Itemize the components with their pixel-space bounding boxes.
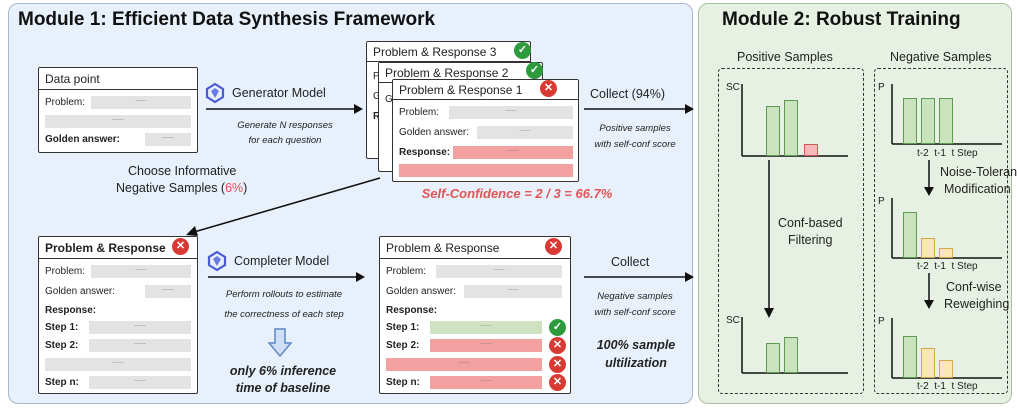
reweigh-arrow [924, 273, 934, 309]
collect-top-caption-2: with self-conf score [594, 139, 676, 150]
negative-samples-title: Negative Samples [890, 50, 992, 64]
negative-3-bar-1 [903, 336, 917, 378]
negative-1-ticks: t-2 t-1 t Step [917, 148, 978, 159]
negative-chart-2-axes [891, 198, 1002, 259]
negative-1-bar-2 [921, 98, 935, 144]
noise-line-1: Noise-Tolerant [940, 165, 1017, 179]
inference-line-1: only 6% inference [229, 364, 337, 378]
positive-samples-title: Positive Samples [737, 50, 833, 64]
filter-line-1: Conf-based [778, 216, 843, 230]
problem-label: Problem: [45, 97, 86, 108]
completer-caption-2: the correctness of each step [224, 309, 344, 320]
noise-arrow [924, 160, 934, 196]
completer-logo-icon [207, 250, 227, 272]
data-point-header: Data point [39, 68, 197, 90]
x-icon: ✕ [540, 80, 557, 97]
generator-caption-2: for each question [248, 135, 322, 146]
collect-top-arrow [584, 104, 694, 114]
collect-bottom-caption-2: with self-conf score [594, 307, 676, 318]
collect-top-label: Collect (94%) [590, 87, 666, 101]
sc-axis-label-2: SC [726, 315, 740, 326]
reweigh-line-2: Reweighing [944, 297, 1010, 311]
down-arrow-icon [268, 328, 292, 358]
positive-top-bar-3 [804, 144, 818, 156]
right-problem-response-card: Problem & Response Problem: ...... Golde… [379, 236, 571, 394]
negative-1-bar-1 [903, 98, 917, 144]
choose-arrow [186, 177, 381, 236]
golden-answer-label: Golden answer: [45, 134, 121, 145]
collect-bottom-caption-1: Negative samples [597, 291, 673, 302]
negative-1-bar-3 [939, 98, 953, 144]
x-icon: ✕ [545, 238, 562, 255]
negative-3-bar-3 [939, 360, 953, 378]
negative-chart-1-axes [891, 84, 1002, 145]
inference-line-2: time of baseline [235, 381, 331, 395]
filter-line-2: Filtering [788, 233, 833, 247]
negative-samples-label: Negative Samples (6%) [116, 181, 248, 195]
check-icon: ✓ [526, 62, 543, 79]
negative-2-bar-2 [921, 238, 935, 258]
collect-bottom-label: Collect [611, 255, 650, 269]
negative-3-ticks: t-2 t-1 t Step [917, 381, 978, 392]
x-icon: ✕ [549, 356, 566, 373]
p-axis-label-2: P [878, 196, 885, 207]
positive-samples-box [718, 68, 864, 394]
check-icon: ✓ [514, 42, 531, 59]
positive-bottom-bar-1 [766, 343, 780, 373]
completer-model-label: Completer Model [234, 254, 330, 268]
p-axis-label-3: P [878, 316, 885, 327]
completer-arrow [208, 272, 365, 282]
positive-top-bar-1 [766, 106, 780, 156]
completer-caption-1: Perform rollouts to estimate [225, 289, 343, 300]
generator-logo-icon [205, 82, 225, 104]
module2-title: Module 2: Robust Training [722, 9, 961, 30]
reweigh-line-1: Conf-wise [946, 280, 1002, 294]
x-icon: ✕ [172, 238, 189, 255]
x-icon: ✕ [549, 337, 566, 354]
negative-samples-box [874, 68, 1008, 394]
module2-panel [698, 3, 1012, 404]
sc-axis-label: SC [726, 82, 740, 93]
data-point-card: Data point Problem: ...... ...... Golden… [38, 67, 198, 153]
collect-top-caption-1: Positive samples [599, 123, 671, 134]
utilization-line-1: 100% sample [596, 338, 676, 352]
positive-top-axes [741, 84, 848, 157]
positive-bottom-axes [741, 317, 848, 374]
collect-bottom-arrow [584, 272, 694, 282]
x-icon: ✕ [549, 374, 566, 391]
generator-model-label: Generator Model [232, 86, 326, 100]
p-axis-label-1: P [878, 82, 885, 93]
self-confidence-label: Self-Confidence = 2 / 3 = 66.7% [421, 186, 613, 201]
left-problem-response-card: Problem & Response Problem: ...... Golde… [38, 236, 198, 394]
generator-arrow [206, 104, 363, 114]
positive-top-bar-2 [784, 100, 798, 156]
positive-bottom-bar-2 [784, 337, 798, 373]
negative-2-bar-3 [939, 248, 953, 258]
filter-arrow [764, 160, 774, 318]
check-icon: ✓ [549, 319, 566, 336]
negative-2-ticks: t-2 t-1 t Step [917, 261, 978, 272]
negative-chart-3-axes [891, 318, 1002, 379]
generator-caption-1: Generate N responses [237, 120, 333, 131]
negative-2-bar-1 [903, 212, 917, 258]
choose-informative-label: Choose Informative [128, 164, 237, 178]
utilization-line-2: ultilization [605, 356, 667, 370]
noise-line-2: Modification [944, 182, 1011, 196]
module1-title: Module 1: Efficient Data Synthesis Frame… [18, 9, 436, 30]
negative-3-bar-2 [921, 348, 935, 378]
